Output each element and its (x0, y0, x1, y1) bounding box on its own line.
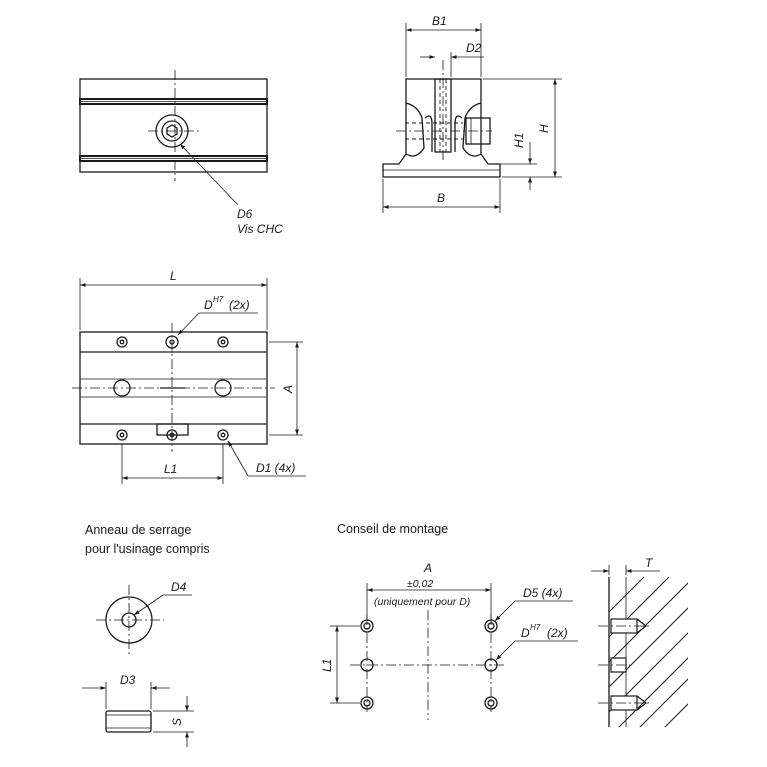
hole-large (214, 379, 232, 397)
d-h7-count-bottom: (2x) (547, 626, 568, 640)
l1-label-top: L1 (164, 462, 177, 476)
b1-label: B1 (432, 14, 447, 28)
uniquement-label: (uniquement pour D) (374, 596, 470, 608)
d-h7-letter: D (204, 298, 213, 312)
clamp-ring-side: D3 S (82, 673, 194, 747)
vis-chc-label: Vis CHC (237, 222, 283, 236)
anneau-heading-line1: Anneau de serrage (85, 523, 191, 537)
l-label: L (170, 269, 177, 283)
s-label: S (170, 718, 184, 726)
hole-small (217, 336, 229, 348)
d5-label: D5 (4x) (523, 586, 562, 600)
h1-label: H1 (512, 133, 526, 148)
hole-small (217, 429, 229, 441)
d-h7-count: (2x) (229, 298, 250, 312)
top-view: D6 Vis CHC (79, 70, 283, 236)
hole-small (484, 619, 498, 633)
hole-small (360, 619, 374, 633)
section-view: T (591, 556, 688, 727)
d-h7-letter-bottom: D (521, 626, 530, 640)
plan-view: L D H7 (2x) A L1 D1 (4x) (72, 269, 306, 484)
a-label-top: A (281, 385, 295, 394)
hole-large (113, 379, 131, 397)
d1-label: D1 (4x) (256, 461, 295, 475)
hole-small (360, 696, 374, 710)
tolerance-label: ±0,02 (407, 578, 433, 590)
hole-small (484, 696, 498, 710)
d4-label: D4 (171, 580, 187, 594)
mounting-hole-pattern: A ±0,02 (uniquement pour D) L1 D5 (4x) D… (320, 561, 578, 720)
hole-small (165, 335, 179, 349)
clamp-ring-top: D4 (96, 580, 192, 656)
d-h7-superscript: H7 (213, 295, 224, 304)
hole-small (116, 429, 128, 441)
anneau-heading-line2: pour l'usinage compris (85, 542, 210, 556)
d2-label: D2 (466, 41, 482, 55)
hex-socket-icon (166, 124, 178, 138)
t-label: T (645, 556, 654, 570)
h-label: H (537, 124, 551, 133)
hole-small (166, 429, 178, 441)
hole-large (360, 658, 374, 672)
conseil-heading: Conseil de montage (337, 522, 448, 536)
a-label-bottom: A (423, 561, 432, 575)
d3-label: D3 (120, 673, 136, 687)
screw-head-inner (161, 120, 183, 142)
l1-label-bottom: L1 (320, 659, 334, 672)
side-view: B1 D2 H H1 B (382, 14, 562, 213)
hole-large (484, 658, 498, 672)
b-label: B (437, 191, 445, 205)
d-h7-superscript-bottom: H7 (530, 623, 541, 632)
d6-label: D6 (237, 207, 253, 221)
hole-small (116, 336, 128, 348)
screw-head-outer (155, 114, 189, 148)
